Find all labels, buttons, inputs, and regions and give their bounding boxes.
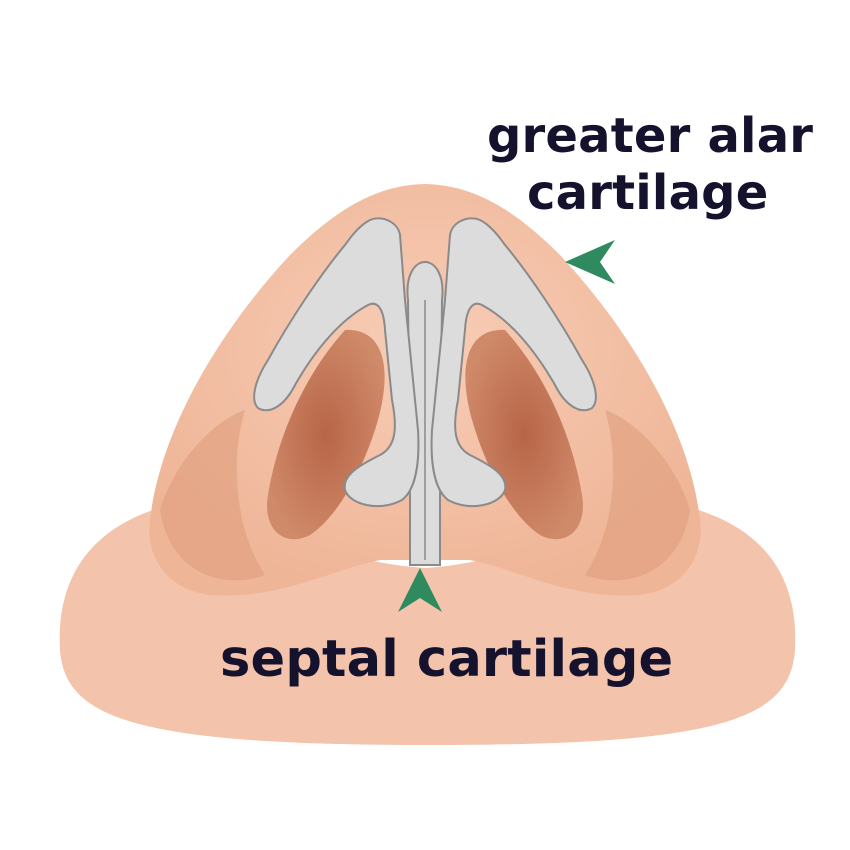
right-nostril (465, 329, 583, 540)
septal-cartilage-label: septal cartilage (220, 630, 674, 689)
left-nostril (267, 329, 385, 540)
arrowhead-left-icon (565, 240, 615, 284)
right-greater-alar-cartilage (430, 217, 597, 508)
left-greater-alar-cartilage (253, 217, 420, 508)
greater-alar-label-line1: greater alar (487, 108, 814, 164)
right-alar-shadow (585, 410, 690, 581)
greater-alar-label-line2: cartilage (527, 165, 769, 221)
arrowhead-up-icon (398, 568, 442, 612)
left-alar-shadow (160, 410, 265, 581)
